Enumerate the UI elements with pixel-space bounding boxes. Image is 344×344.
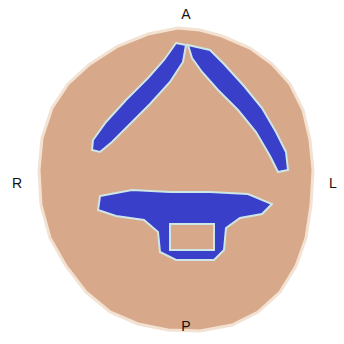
posterior-ventricle [98, 190, 272, 260]
orientation-label: L [329, 176, 337, 190]
posterior-hole [170, 224, 214, 250]
head-outline [39, 28, 313, 331]
anterior-horn-right [92, 43, 186, 152]
orientation-label: A [181, 7, 190, 21]
orientation-label: R [12, 176, 22, 190]
orientation-label: P [181, 319, 190, 333]
anterior-horn-left [188, 45, 288, 172]
